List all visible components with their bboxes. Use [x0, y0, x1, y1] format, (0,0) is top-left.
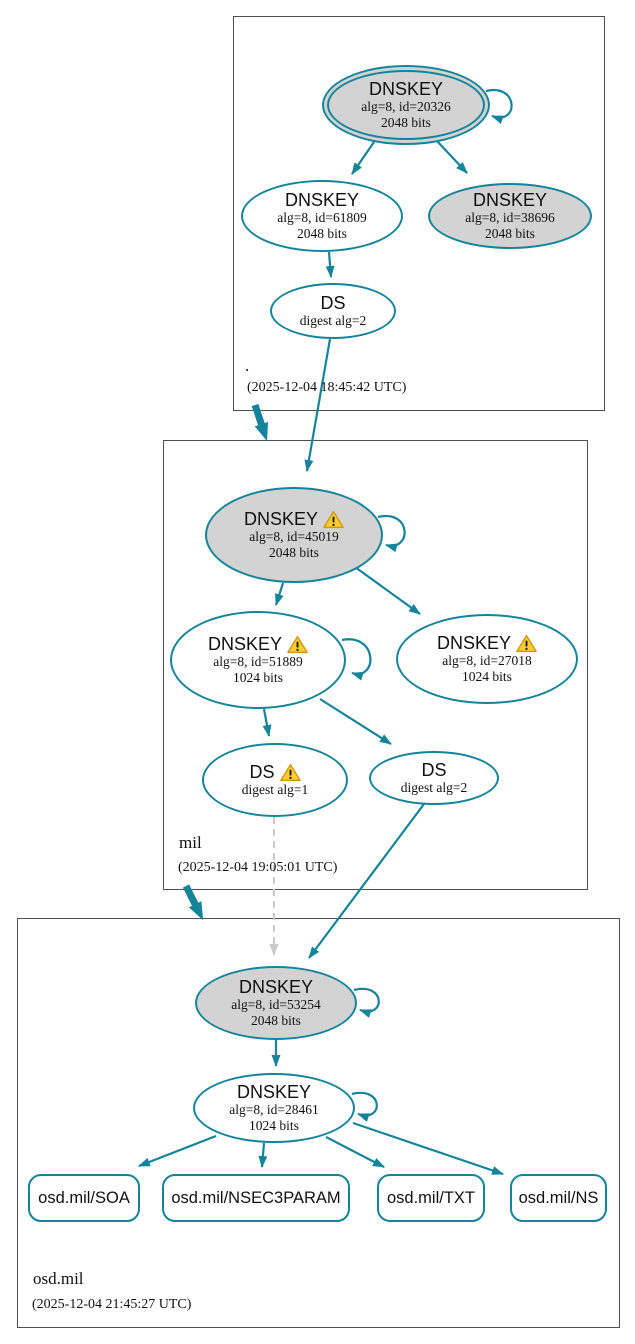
edge-root-ksk-to-38696: [436, 140, 468, 174]
rrset-osd-mil-ns[interactable]: osd.mil/NS: [510, 1174, 607, 1222]
node-dnskey-20326[interactable]: DNSKEY alg=8, id=20326 2048 bits: [322, 65, 490, 145]
node-alg: alg=8, id=28461: [229, 1102, 319, 1117]
zone-box-root: [233, 16, 605, 411]
node-title: DNSKEY: [368, 79, 444, 99]
edge-osd-ksk-selfloop: [353, 987, 380, 1018]
edge-delegation-root-to-mil: [251, 403, 269, 442]
edge-osd-zsk-to-soa: [138, 1134, 217, 1168]
warning-icon: [323, 510, 344, 528]
node-title: DNSKEY: [207, 634, 283, 654]
node-title: DNSKEY: [236, 1082, 312, 1102]
node-dnskey-45019[interactable]: DNSKEY alg=8, id=45019 2048 bits: [205, 487, 383, 583]
zone-timestamp-mil: (2025-12-04 19:05:01 UTC): [178, 860, 338, 875]
edge-mil-ksk-to-zsk: [274, 582, 285, 606]
node-dnskey-53254[interactable]: DNSKEY alg=8, id=53254 2048 bits: [195, 966, 357, 1040]
node-bits: 2048 bits: [381, 115, 431, 130]
node-title: DS: [421, 760, 447, 780]
node-bits: 1024 bits: [249, 1118, 299, 1133]
node-alg: alg=8, id=61809: [277, 210, 367, 225]
node-title: DNSKEY: [284, 190, 360, 210]
node-title: DS: [320, 293, 346, 313]
node-alg: alg=8, id=38696: [465, 210, 555, 225]
edge-root-ksk-to-zsk: [351, 141, 375, 175]
zone-box-mil: [163, 440, 588, 890]
zone-timestamp-osd-mil: (2025-12-04 21:45:27 UTC): [32, 1297, 192, 1312]
node-title: DS: [249, 762, 275, 782]
node-digest: digest alg=2: [400, 780, 468, 795]
node-dnskey-38696[interactable]: DNSKEY alg=8, id=38696 2048 bits: [428, 183, 592, 249]
node-title: DNSKEY: [472, 190, 548, 210]
warning-icon: [516, 634, 537, 652]
rrset-label: osd.mil/NS: [518, 1188, 599, 1207]
zone-label-osd-mil: osd.mil: [33, 1269, 84, 1288]
node-ds-root[interactable]: DS digest alg=2: [270, 283, 396, 339]
node-alg: alg=8, id=51889: [213, 654, 303, 669]
edge-mil-zsk-to-ds2: [319, 698, 392, 745]
edge-osd-zsk-to-txt: [325, 1136, 385, 1168]
zone-timestamp-root: (2025-12-04 18:45:42 UTC): [247, 380, 407, 395]
rrset-label: osd.mil/SOA: [38, 1188, 130, 1207]
rrset-osd-mil-nsec3param[interactable]: osd.mil/NSEC3PARAM: [162, 1174, 350, 1222]
node-dnskey-51889[interactable]: DNSKEY alg=8, id=51889 1024 bits: [170, 611, 346, 709]
edge-root-zsk-to-ds: [325, 251, 335, 278]
rrset-label: osd.mil/TXT: [386, 1188, 475, 1207]
node-title: DNSKEY: [436, 633, 512, 653]
rrset-osd-mil-txt[interactable]: osd.mil/TXT: [377, 1174, 485, 1222]
warning-icon: [287, 635, 308, 653]
node-title: DNSKEY: [243, 509, 319, 529]
edge-osd-zsk-to-nsec3param: [258, 1142, 268, 1168]
rrset-osd-mil-soa[interactable]: osd.mil/SOA: [28, 1174, 140, 1222]
node-alg: alg=8, id=45019: [249, 529, 339, 544]
node-bits: 2048 bits: [251, 1013, 301, 1028]
edge-osd-zsk-selfloop: [351, 1091, 378, 1122]
node-bits: 2048 bits: [485, 226, 535, 241]
node-bits: 1024 bits: [233, 670, 283, 685]
node-dnskey-28461[interactable]: DNSKEY alg=8, id=28461 1024 bits: [193, 1073, 355, 1143]
node-digest: digest alg=1: [241, 782, 309, 797]
edge-mil-zsk-selfloop: [341, 638, 372, 681]
edge-mil-ksk-to-27018: [354, 566, 421, 615]
edge-mil-ksk-selfloop: [377, 514, 406, 553]
zone-label-root: .: [245, 356, 250, 375]
edge-mil-zsk-to-ds1: [262, 708, 272, 737]
node-dnskey-61809[interactable]: DNSKEY alg=8, id=61809 2048 bits: [241, 180, 403, 252]
node-dnskey-27018[interactable]: DNSKEY alg=8, id=27018 1024 bits: [396, 614, 578, 704]
node-digest: digest alg=2: [299, 313, 367, 328]
node-bits: 2048 bits: [269, 545, 319, 560]
node-ds-mil-alg1[interactable]: DS digest alg=1: [202, 743, 348, 817]
edge-mil-ds2-to-osd-ksk: [308, 803, 425, 959]
edge-root-ksk-selfloop: [485, 88, 513, 125]
edge-delegation-mil-to-osd: [182, 884, 204, 921]
node-alg: alg=8, id=20326: [361, 99, 451, 114]
node-alg: alg=8, id=27018: [442, 653, 532, 668]
zone-label-mil: mil: [179, 833, 202, 852]
node-bits: 2048 bits: [297, 226, 347, 241]
node-ds-mil-alg2[interactable]: DS digest alg=2: [369, 751, 499, 805]
rrset-label: osd.mil/NSEC3PARAM: [171, 1188, 341, 1207]
edge-root-ds-to-mil-ksk: [304, 338, 332, 472]
zone-box-osd-mil: [17, 918, 620, 1328]
edge-osd-zsk-to-ns: [352, 1121, 504, 1176]
node-alg: alg=8, id=53254: [231, 997, 321, 1012]
node-title: DNSKEY: [238, 977, 314, 997]
warning-icon: [279, 763, 301, 781]
node-bits: 1024 bits: [462, 669, 512, 684]
